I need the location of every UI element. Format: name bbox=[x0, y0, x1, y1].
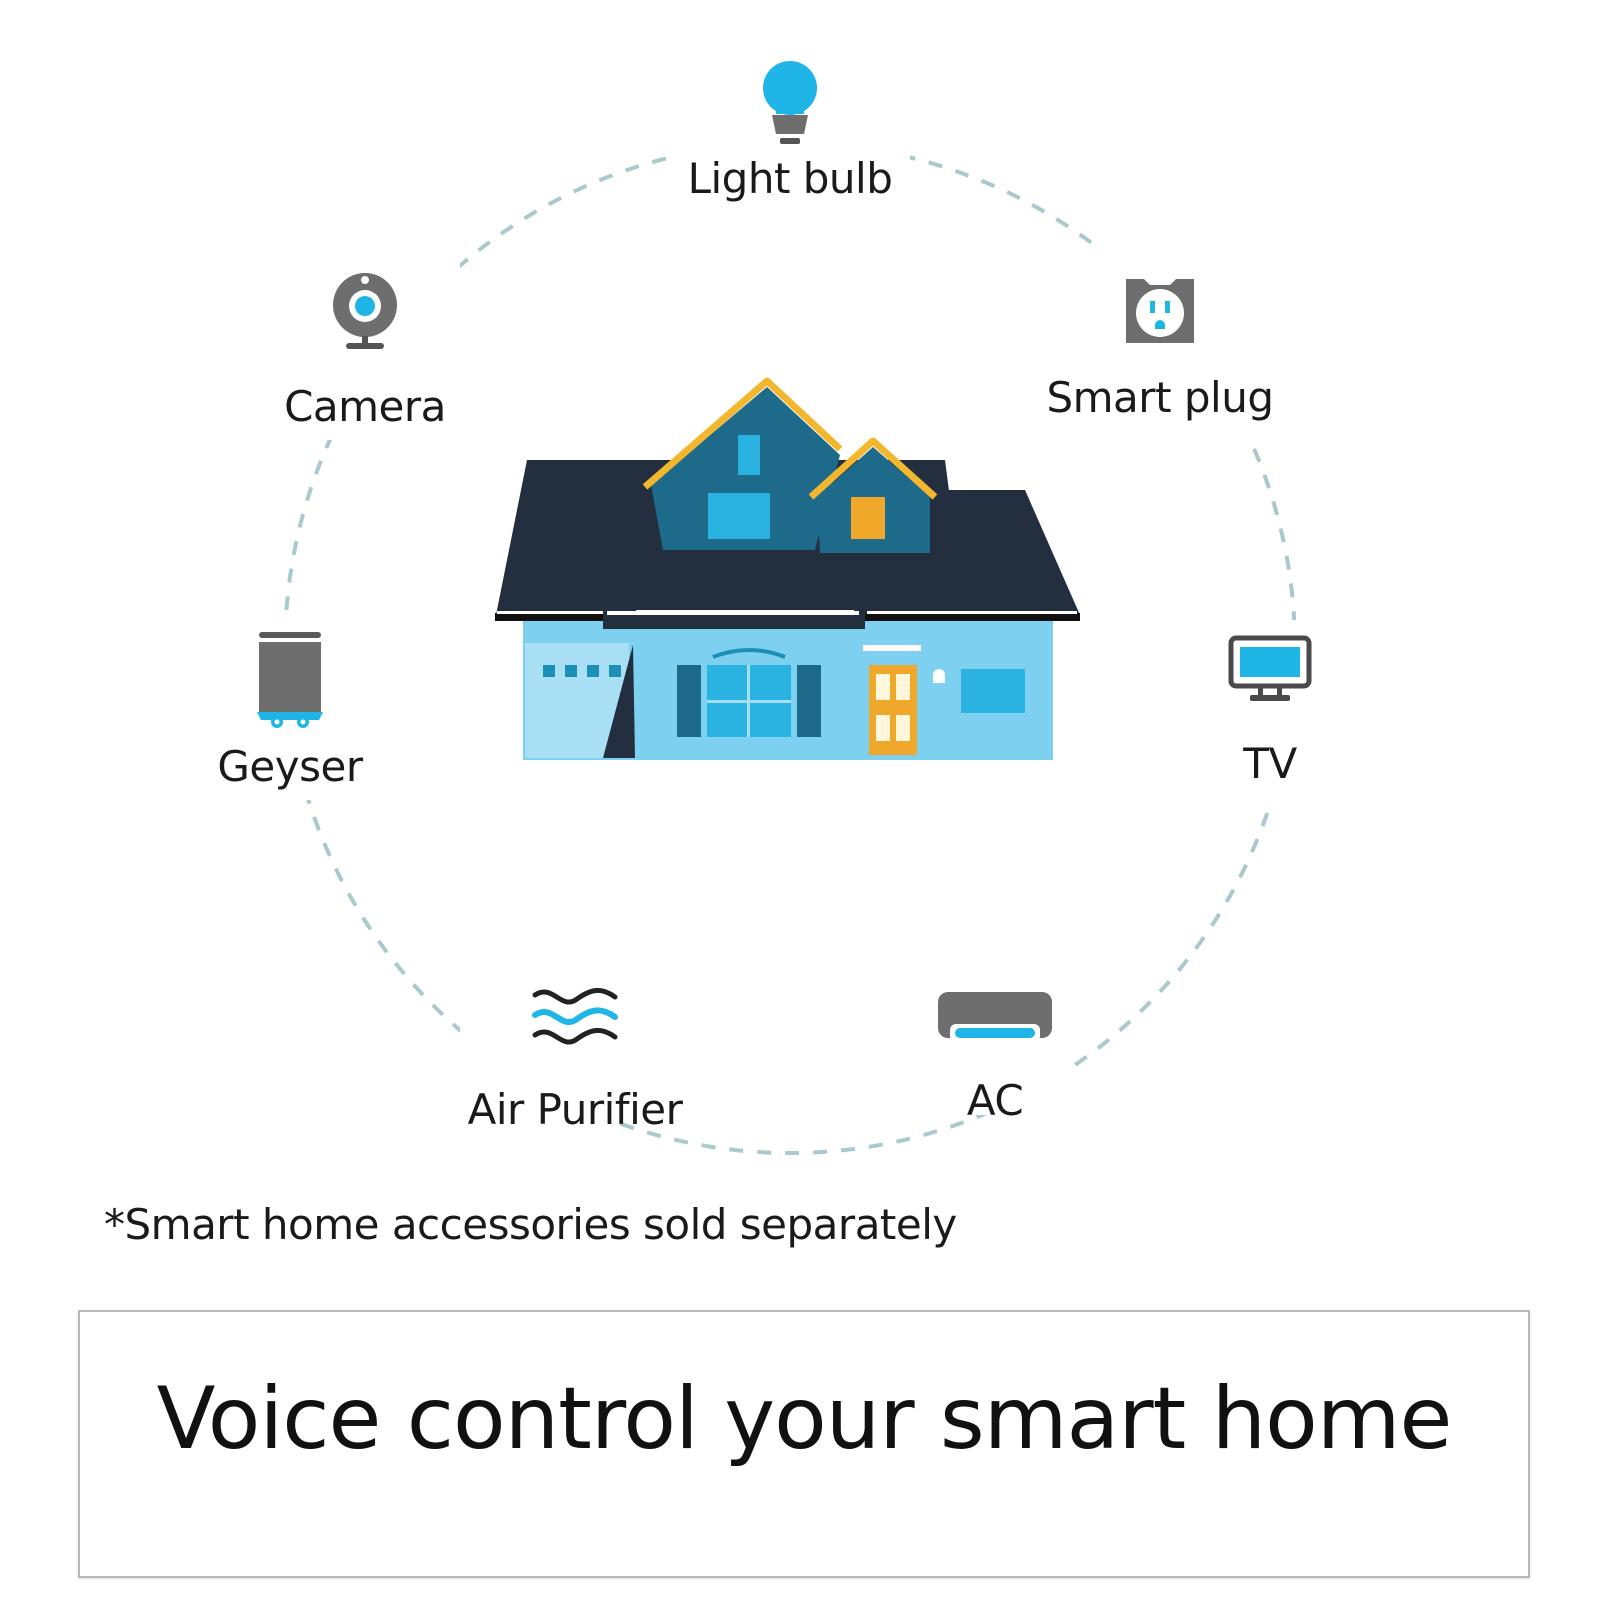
device-light-bulb: Light bulb bbox=[680, 60, 900, 203]
device-label: Air Purifier bbox=[467, 1085, 683, 1134]
device-geyser: Geyser bbox=[215, 630, 365, 791]
footnote-accessories-sold-separately: *Smart home accessories sold separately bbox=[104, 1200, 957, 1249]
device-camera: Camera bbox=[275, 270, 455, 431]
device-label: TV bbox=[1243, 739, 1297, 788]
geyser-icon bbox=[257, 632, 323, 728]
camera-icon bbox=[333, 273, 397, 349]
device-air-purifier: Air Purifier bbox=[465, 985, 685, 1134]
device-label: AC bbox=[966, 1076, 1024, 1125]
light-bulb-icon bbox=[763, 61, 817, 144]
headline-box: Voice control your smart home bbox=[78, 1310, 1530, 1578]
device-label: Geyser bbox=[217, 742, 363, 791]
device-label: Light bulb bbox=[687, 154, 893, 203]
device-ac: AC bbox=[925, 990, 1065, 1125]
device-label: Camera bbox=[284, 382, 446, 431]
smart-plug-icon bbox=[1126, 279, 1194, 343]
air-conditioner-icon bbox=[938, 992, 1052, 1042]
device-label: Smart plug bbox=[1046, 373, 1274, 422]
tv-icon bbox=[1228, 635, 1312, 701]
device-tv: TV bbox=[1220, 635, 1320, 788]
air-purifier-icon bbox=[532, 988, 618, 1045]
house-illustration bbox=[495, 377, 1080, 760]
device-smart-plug: Smart plug bbox=[1040, 275, 1280, 422]
headline-title: Voice control your smart home bbox=[156, 1369, 1453, 1469]
